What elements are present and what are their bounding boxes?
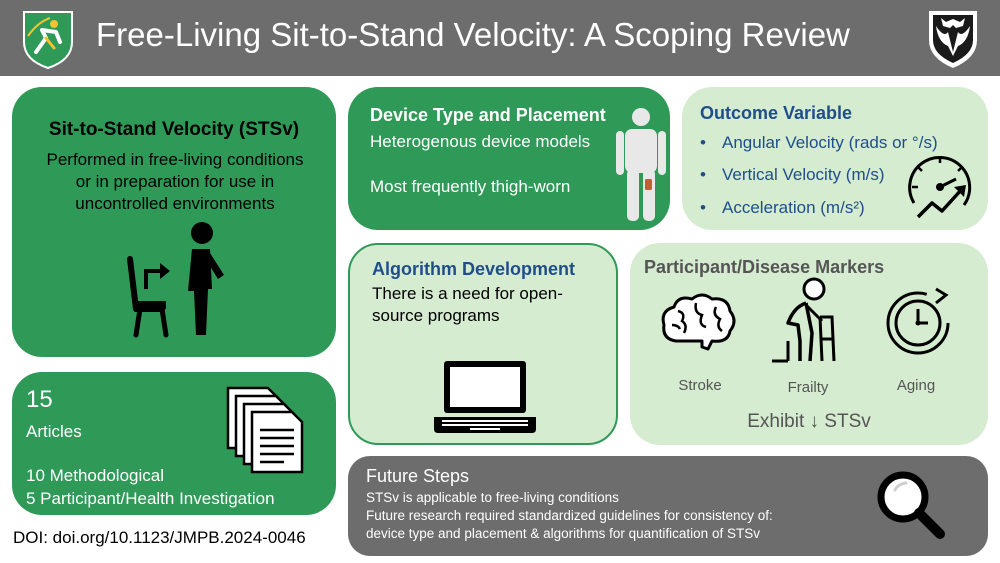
page-title: Free-Living Sit-to-Stand Velocity: A Sco… <box>96 16 850 53</box>
outcome-item: •Vertical Velocity (m/s) <box>700 165 885 184</box>
body-with-thigh-sensor-icon <box>616 108 666 221</box>
brain-icon <box>661 293 736 351</box>
future-steps-title: Future Steps <box>366 466 470 486</box>
algorithm-title: Algorithm Development <box>372 259 576 279</box>
header-bar: Free-Living Sit-to-Stand Velocity: A Sco… <box>0 0 1000 76</box>
markers-card: Participant/Disease Markers Stroke Frail… <box>630 243 988 445</box>
stsv-card: Sit-to-Stand Velocity (STSv) Performed i… <box>12 87 336 357</box>
speedometer-trend-icon <box>908 155 972 219</box>
walker-figure-icon <box>772 277 836 363</box>
outcome-title: Outcome Variable <box>700 103 853 123</box>
methodological-count: 10 Methodological <box>26 466 164 485</box>
outcome-card: Outcome Variable •Angular Velocity (rads… <box>682 87 988 230</box>
outcome-item: •Acceleration (m/s²) <box>700 198 865 217</box>
sit-to-stand-figure-icon <box>127 222 224 338</box>
future-steps-card: Future Steps STSv is applicable to free-… <box>348 456 988 556</box>
future-steps-line: device type and placement & algorithms f… <box>366 526 760 541</box>
future-steps-line: STSv is applicable to free-living condit… <box>366 490 619 505</box>
running-figure-shield-icon <box>23 11 73 70</box>
outcome-item: •Angular Velocity (rads or °/s) <box>700 133 938 152</box>
future-steps-line: Future research required standardized gu… <box>366 508 773 523</box>
markers-exhibit-text: Exhibit ↓ STSv <box>747 411 871 432</box>
document-stack-icon <box>226 386 304 474</box>
algorithm-card: Algorithm Development There is a need fo… <box>348 243 618 445</box>
stsv-title: Sit-to-Stand Velocity (STSv) <box>48 119 300 140</box>
articles-card: 15 Articles 10 Methodological 5 Particip… <box>12 372 336 515</box>
magnifying-glass-icon <box>877 471 945 539</box>
eagle-crest-shield-icon <box>929 11 977 68</box>
device-title: Device Type and Placement <box>370 105 606 125</box>
article-label: Articles <box>26 422 82 441</box>
article-count: 15 <box>26 386 53 413</box>
clock-icon <box>886 287 950 355</box>
doi-reference: DOI: doi.org/10.1123/JMPB.2024-0046 <box>13 528 306 547</box>
device-placement-text: Most frequently thigh-worn <box>370 177 571 196</box>
marker-label-aging: Aging <box>896 377 936 394</box>
stsv-description: Performed in free-living conditions or i… <box>46 150 304 213</box>
markers-title: Participant/Disease Markers <box>644 257 885 277</box>
algorithm-description: There is a need for open-source programs <box>372 284 563 325</box>
marker-label-frailty: Frailty <box>787 379 829 396</box>
laptop-icon <box>434 361 536 433</box>
marker-label-stroke: Stroke <box>678 377 722 394</box>
device-models-text: Heterogenous device models <box>370 132 591 151</box>
device-card: Device Type and Placement Heterogenous d… <box>348 87 670 230</box>
participant-count: 5 Participant/Health Investigation <box>26 489 275 508</box>
